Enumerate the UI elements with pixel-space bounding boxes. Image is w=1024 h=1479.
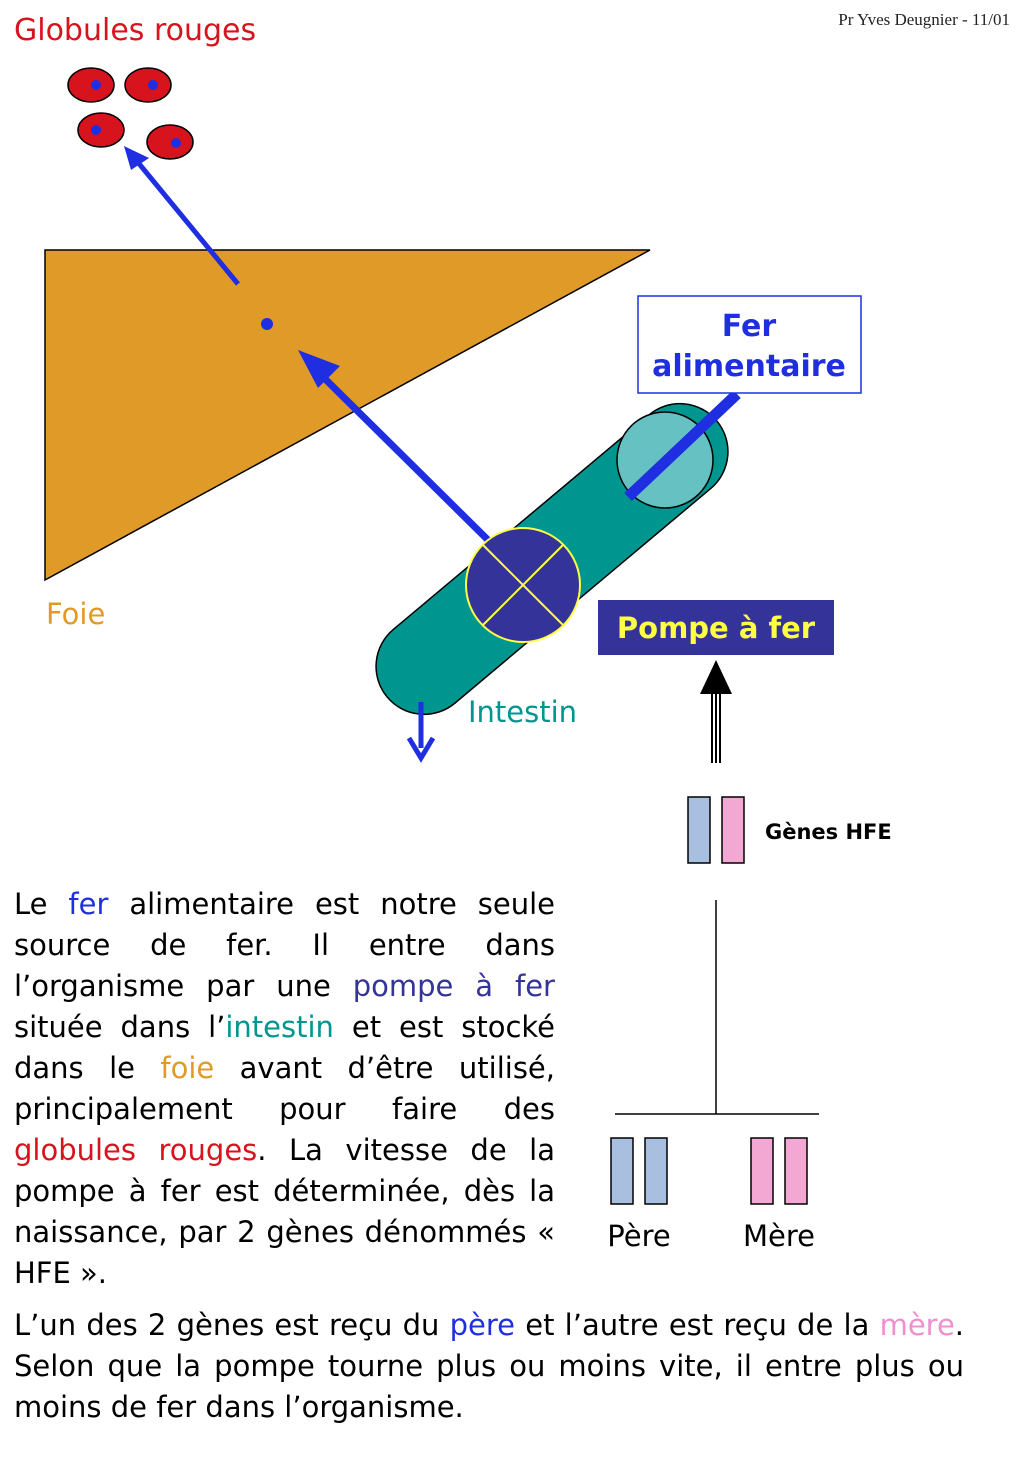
father-gene-2 bbox=[644, 1137, 668, 1205]
label-alimentaire: alimentaire bbox=[652, 349, 846, 384]
red-blood-cells bbox=[67, 67, 194, 160]
red-blood-cell bbox=[124, 67, 172, 103]
label-pompe-a-fer: Pompe à fer bbox=[617, 611, 816, 645]
liver-shape bbox=[44, 249, 651, 582]
text-segment: avant d’être utilisé, principalement pou… bbox=[14, 1051, 555, 1126]
arrowhead-liver-to-blood bbox=[124, 146, 149, 170]
text-segment: Le bbox=[14, 887, 69, 921]
iron-pump bbox=[465, 527, 581, 643]
keyword-intestin: intestin bbox=[225, 1010, 334, 1044]
keyword-pere: père bbox=[449, 1308, 516, 1342]
label-pere: Père bbox=[607, 1219, 670, 1253]
keyword-fer: fer bbox=[68, 887, 109, 921]
arrow-pump-to-liver bbox=[309, 363, 491, 543]
arrowhead-intestine-down bbox=[406, 736, 436, 763]
arrow-genes-to-pump bbox=[700, 660, 732, 763]
mother-gene-1 bbox=[750, 1137, 774, 1205]
keyword-pompe-a-fer: pompe à fer bbox=[352, 969, 555, 1003]
text-segment: et est stocké dans le bbox=[14, 1010, 555, 1085]
dietary-iron-line bbox=[624, 390, 741, 501]
text-segment: alimentaire est notre seule source de fe… bbox=[14, 887, 555, 1003]
label-fer: Fer bbox=[722, 309, 777, 344]
arrowhead-pump-to-liver bbox=[298, 350, 340, 388]
keyword-mere: mère bbox=[879, 1308, 955, 1342]
text-segment: . La vitesse de la pompe à fer est déter… bbox=[14, 1133, 555, 1290]
inheritance-diagram: Père Mère bbox=[607, 900, 819, 1253]
label-globules-rouges: Globules rouges bbox=[14, 13, 256, 48]
red-blood-cell bbox=[77, 112, 125, 148]
keyword-globules-rouges: globules rouges bbox=[14, 1133, 258, 1167]
author-credit: Pr Yves Deugnier - 11/01 bbox=[838, 10, 1010, 29]
iron-pathway-diagram: Globules rouges Foie Intestin bbox=[14, 13, 892, 864]
text-segment: . Selon que la pompe tourne plus ou moin… bbox=[14, 1308, 965, 1424]
iron-dot bbox=[261, 318, 273, 330]
paragraph-iron-explanation: Le fer alimentaire est notre seule sourc… bbox=[14, 884, 555, 1294]
text-segment: et l’autre est reçu de la bbox=[515, 1308, 880, 1342]
label-mere: Mère bbox=[743, 1219, 815, 1253]
father-gene-1 bbox=[610, 1137, 634, 1205]
pompe-a-fer-box bbox=[598, 600, 834, 655]
red-blood-cell bbox=[146, 124, 194, 160]
fer-alimentaire-box bbox=[637, 295, 862, 394]
red-blood-cell bbox=[67, 67, 115, 103]
paragraph-inheritance-explanation: L’un des 2 gènes est reçu du père et l’a… bbox=[14, 1305, 964, 1428]
text-segment: située dans l’ bbox=[14, 1010, 226, 1044]
mother-gene-2 bbox=[784, 1137, 808, 1205]
arrow-liver-to-blood bbox=[134, 158, 240, 286]
text-segment: L’un des 2 gènes est reçu du bbox=[14, 1308, 450, 1342]
gene-hfe-maternal bbox=[721, 796, 745, 864]
keyword-foie: foie bbox=[160, 1051, 215, 1085]
gene-hfe-paternal bbox=[687, 796, 711, 864]
label-genes-hfe: Gènes HFE bbox=[765, 820, 892, 844]
label-foie: Foie bbox=[46, 597, 105, 631]
label-intestin: Intestin bbox=[468, 695, 577, 729]
